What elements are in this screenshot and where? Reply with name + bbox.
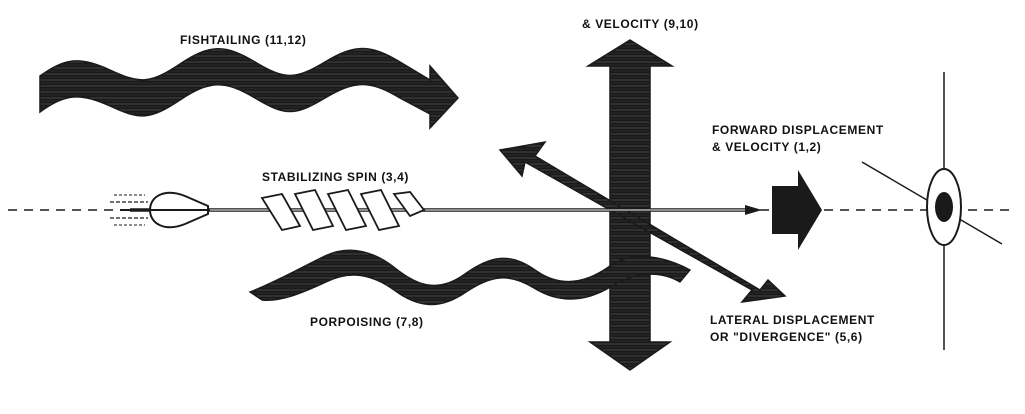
stabilizing-spin-helix (260, 188, 426, 232)
fishtailing-arrow (39, 47, 460, 130)
forward-displacement-label-line1: FORWARD DISPLACEMENT (712, 123, 884, 137)
lateral-displacement-arrow (498, 140, 787, 304)
porpoising-ribbon (248, 249, 692, 306)
vertical-velocity-label: & VELOCITY (9,10) (582, 17, 699, 31)
target-crosshair (861, 72, 1003, 350)
lateral-displacement-label-line1: LATERAL DISPLACEMENT (710, 313, 875, 327)
forward-displacement-label-line2: & VELOCITY (1,2) (712, 140, 822, 154)
forward-velocity-arrow (772, 170, 822, 250)
porpoising-label: PORPOISING (7,8) (310, 315, 424, 329)
stabilizing-spin-label: STABILIZING SPIN (3,4) (262, 170, 409, 184)
arrow-shaft (130, 205, 762, 215)
fishtailing-label: FISHTAILING (11,12) (180, 33, 307, 47)
lateral-displacement-label-line2: OR "DIVERGENCE" (5,6) (710, 330, 863, 344)
vertical-velocity-arrow (585, 39, 675, 371)
arrow-fletching (110, 191, 210, 229)
